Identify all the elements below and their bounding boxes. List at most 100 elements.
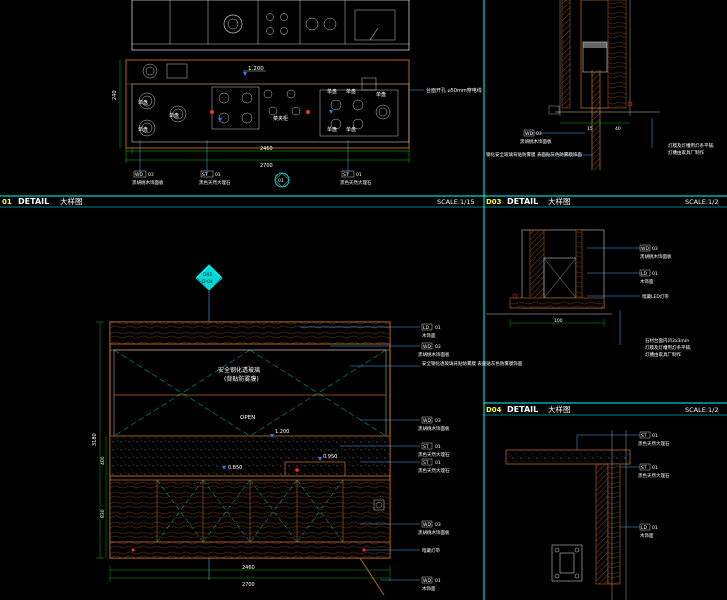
- svg-text:木饰面: 木饰面: [640, 278, 654, 285]
- svg-text:LD: LD: [641, 525, 648, 531]
- svg-text:ST: ST: [202, 172, 208, 178]
- svg-text:2460: 2460: [242, 565, 255, 571]
- svg-text:木饰面: 木饰面: [640, 532, 654, 539]
- title-bar-01: 01 DETAIL 大样图 SCALE:1/15: [2, 196, 475, 206]
- plan-tag: ST 01 黑色天然大理石: [199, 140, 231, 186]
- svg-text:01: 01: [652, 525, 658, 531]
- plan-annotation: 台面开孔 ⌀50mm穿电线: [426, 87, 482, 94]
- d03-upper-detail: 15 40 WD 03 黑胡桃木饰面板 钢化安全玻璃背贴防雾膜 表面贴灰色防雾膜…: [486, 0, 714, 170]
- elev-callout: WD 03 黑胡桃木饰面板: [418, 520, 450, 536]
- svg-text:黑胡桃木饰面板: 黑胡桃木饰面板: [418, 529, 450, 536]
- svg-text:100: 100: [554, 318, 563, 324]
- panel-scale: SCALE:1/15: [437, 198, 475, 206]
- panel-label: DETAIL: [18, 197, 49, 206]
- svg-text:黑胡桃木饰面板: 黑胡桃木饰面板: [132, 179, 164, 186]
- elevation-view: D03 D-04 445 445 445 445 445 445: [92, 264, 523, 596]
- plan-tag: WD 03 黑胡桃木饰面板: [132, 140, 164, 186]
- svg-text:LD: LD: [641, 271, 648, 277]
- d04-detail: ST 01 黑色天然大理石 ST 01 黑色天然大理石 LD 01 木饰面: [505, 430, 670, 600]
- svg-text:ST: ST: [423, 460, 429, 466]
- svg-text:03: 03: [652, 246, 658, 252]
- svg-text:黑色天然大理石: 黑色天然大理石: [638, 440, 670, 447]
- panel-label: DETAIL: [507, 405, 538, 414]
- panel-label: DETAIL: [507, 197, 538, 206]
- svg-text:01: 01: [278, 178, 284, 184]
- plan-level: 1.200: [248, 66, 264, 72]
- svg-text:WD: WD: [423, 418, 431, 424]
- svg-text:黑胡桃木饰面板: 黑胡桃木饰面板: [418, 351, 450, 358]
- elev-callout: LD 01 木饰面: [421, 323, 441, 339]
- svg-text:01: 01: [435, 325, 441, 331]
- plan-label: 菜夹柜: [273, 115, 288, 122]
- svg-text:LD: LD: [423, 325, 430, 331]
- elev-callout: WD 01 木饰面: [421, 576, 441, 592]
- svg-text:石材台面内凹3x3mm: 石材台面内凹3x3mm: [645, 337, 689, 344]
- elev-callout: 暗藏灯带: [422, 547, 440, 554]
- svg-text:黑胡桃木饰面板: 黑胡桃木饰面板: [520, 138, 552, 145]
- panel-title: 大样图: [548, 196, 571, 206]
- svg-text:15: 15: [587, 126, 593, 132]
- svg-text:3180: 3180: [92, 433, 98, 446]
- svg-text:木饰面: 木饰面: [422, 332, 436, 339]
- svg-text:WD: WD: [423, 578, 431, 584]
- section-marker-elevation: D03 D-04: [195, 264, 223, 291]
- svg-text:ST: ST: [343, 172, 349, 178]
- svg-text:黑色天然大理石: 黑色天然大理石: [638, 472, 670, 479]
- svg-text:WD: WD: [641, 246, 649, 252]
- svg-text:黑色天然大理石: 黑色天然大理石: [418, 451, 450, 458]
- elev-callout: 安全钢化透玻璃背贴防雾膜 表面贴灰色防雾膜饰面: [422, 360, 523, 367]
- svg-text:安全钢化透玻璃背贴防雾膜 表面贴灰色防雾膜饰面: 安全钢化透玻璃背贴防雾膜 表面贴灰色防雾膜饰面: [422, 360, 523, 367]
- svg-text:灯槽由家具厂制作: 灯槽由家具厂制作: [645, 351, 681, 358]
- svg-text:ST: ST: [641, 465, 647, 471]
- svg-text:01: 01: [215, 172, 221, 178]
- elev-callout: WD 03 黑胡桃木饰面板: [418, 416, 450, 432]
- plan-label: 单盘: [169, 112, 179, 119]
- panel-code: D03: [486, 198, 502, 206]
- plan-dim-side: 240: [112, 90, 118, 100]
- plan-label: 单盘: [346, 126, 356, 133]
- svg-text:灯膜及灯槽用灯条平铺,: 灯膜及灯槽用灯条平铺,: [645, 344, 691, 351]
- svg-text:03: 03: [148, 172, 154, 178]
- plan-label: 单盘: [346, 88, 356, 95]
- plan-label: 单盘: [138, 99, 148, 106]
- plan-label: 单盘: [327, 88, 337, 95]
- svg-text:03: 03: [435, 418, 441, 424]
- svg-text:WD: WD: [135, 172, 143, 178]
- svg-text:01: 01: [356, 172, 362, 178]
- svg-text:01: 01: [435, 578, 441, 584]
- svg-text:830: 830: [100, 509, 106, 518]
- plan-dim-overall: 2700: [260, 163, 273, 169]
- svg-text:WD: WD: [525, 131, 533, 137]
- svg-text:0.950: 0.950: [323, 454, 337, 460]
- svg-text:黑色天然大理石: 黑色天然大理石: [340, 179, 372, 186]
- svg-text:暗藏灯带: 暗藏灯带: [422, 547, 440, 554]
- svg-text:黑色天然大理石: 黑色天然大理石: [418, 467, 450, 474]
- svg-text:黑胡桃木饰面板: 黑胡桃木饰面板: [640, 253, 672, 260]
- svg-text:木饰面: 木饰面: [422, 585, 436, 592]
- elev-callout: WD 03 黑胡桃木饰面板: [418, 342, 450, 358]
- svg-text:2700: 2700: [242, 582, 255, 588]
- section-marker-plan: 01: [274, 172, 290, 188]
- svg-text:暗藏LED灯带: 暗藏LED灯带: [642, 293, 669, 300]
- svg-text:黑色天然大理石: 黑色天然大理石: [199, 179, 231, 186]
- svg-text:03: 03: [435, 344, 441, 350]
- svg-text:01: 01: [652, 433, 658, 439]
- svg-text:01: 01: [435, 444, 441, 450]
- svg-text:01: 01: [652, 271, 658, 277]
- svg-text:01: 01: [435, 460, 441, 466]
- d03-lower-detail: 100 WD 03 黑胡桃木饰面板 LD 01 木饰面 暗藏LED灯带 石材台面…: [486, 229, 691, 358]
- svg-text:灯膜及灯槽用灯条平铺,: 灯膜及灯槽用灯条平铺,: [668, 142, 714, 149]
- svg-text:WD: WD: [423, 344, 431, 350]
- svg-text:1.200: 1.200: [275, 429, 289, 435]
- svg-text:D03: D03: [203, 272, 212, 278]
- panel-title: 大样图: [548, 404, 571, 414]
- svg-text:03: 03: [536, 131, 542, 137]
- svg-text:WD: WD: [423, 522, 431, 528]
- svg-text:ST: ST: [641, 433, 647, 439]
- title-bar-d03: D03 DETAIL 大样图 SCALE:1/2: [486, 196, 719, 206]
- plan-dim: 2460: [260, 146, 273, 152]
- plan-view: 单盘 单盘 单盘 菜夹柜 单盘 单盘 单盘 单盘 单盘 1.200 台面开孔 ⌀…: [112, 0, 482, 188]
- panel-code: D04: [486, 406, 502, 414]
